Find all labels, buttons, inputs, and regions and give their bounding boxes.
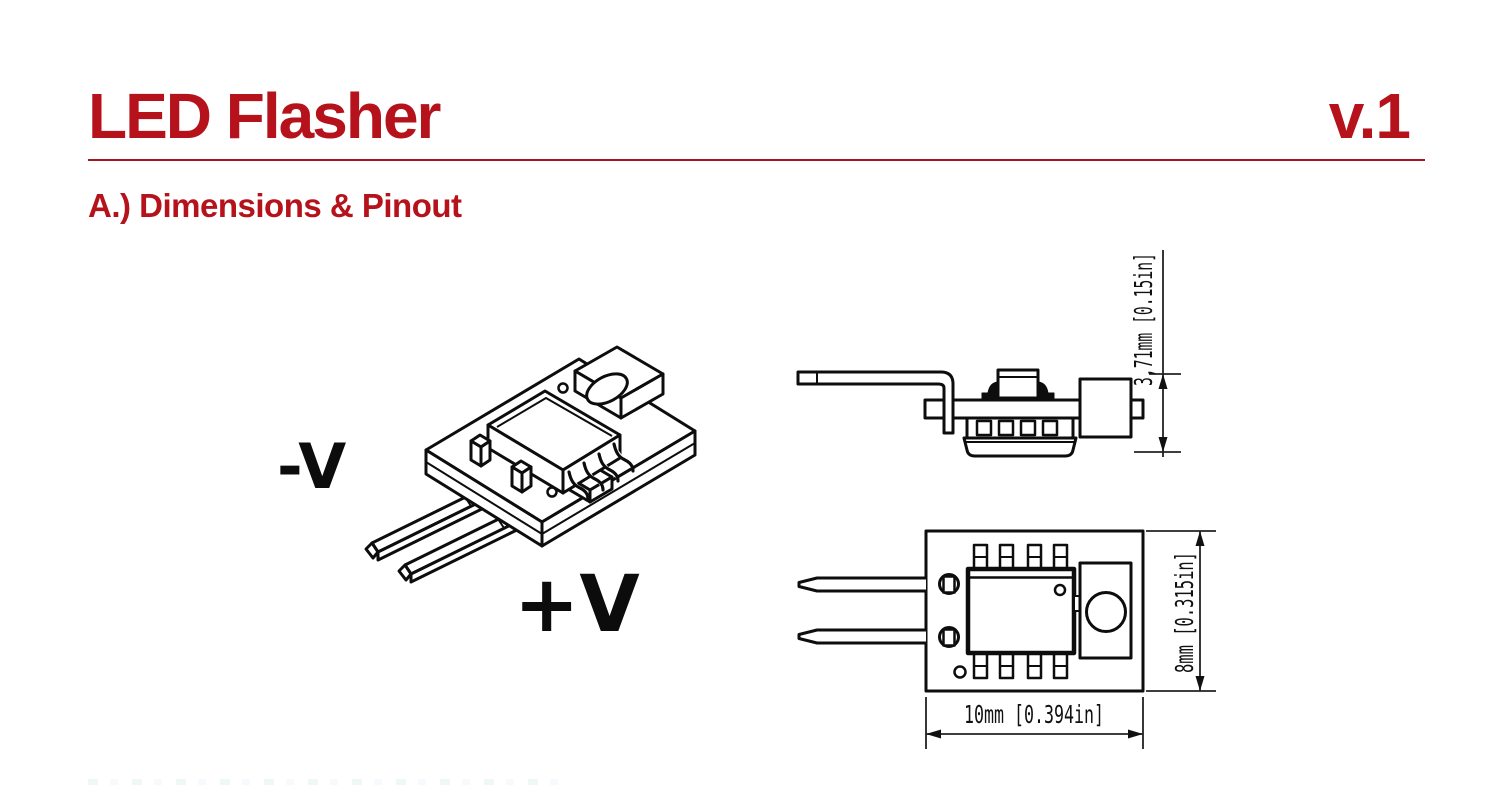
top-view: 8mm [0.315in] 10mm [0.394in] <box>797 529 1216 749</box>
side-height-dim-label: 3,71mm [0.15in] <box>1129 253 1158 386</box>
led-lens <box>585 372 629 406</box>
soic-chip-top <box>965 543 1077 680</box>
solder-pads <box>938 573 960 648</box>
positive-pin-top <box>797 628 926 645</box>
section-heading: A.) Dimensions & Pinout <box>88 187 462 224</box>
height-dimension: 3,71mm [0.15in] <box>1129 250 1181 457</box>
cutoff-text-strip <box>88 779 558 785</box>
chip-leads <box>567 442 635 501</box>
board-height-dimension: 8mm [0.315in] <box>1146 530 1216 692</box>
side-view: 3,71mm [0.15in] <box>796 250 1181 458</box>
negative-pin-top <box>797 576 926 593</box>
top-component <box>981 368 1055 401</box>
pin1-marker <box>1053 583 1067 597</box>
positive-voltage-label: +V <box>514 560 640 650</box>
isometric-view <box>364 345 697 584</box>
led-top <box>1078 561 1133 660</box>
led-body-side <box>1078 377 1133 439</box>
board-hole-top <box>953 665 967 679</box>
top-width-dim-label: 10mm [0.394in] <box>964 700 1104 729</box>
bent-pin <box>796 370 955 435</box>
page-title: LED Flasher <box>88 80 441 152</box>
top-height-dim-label: 8mm [0.315in] <box>1170 552 1199 673</box>
under-chip-block-side <box>962 416 1078 458</box>
pin-posts <box>469 433 533 494</box>
board-width-dimension: 10mm [0.394in] <box>925 697 1144 749</box>
negative-voltage-label: -V <box>277 430 347 503</box>
title-divider <box>88 159 1425 161</box>
version-label: v.1 <box>1328 80 1411 152</box>
board-hole <box>557 382 569 394</box>
board-hole <box>546 486 558 498</box>
